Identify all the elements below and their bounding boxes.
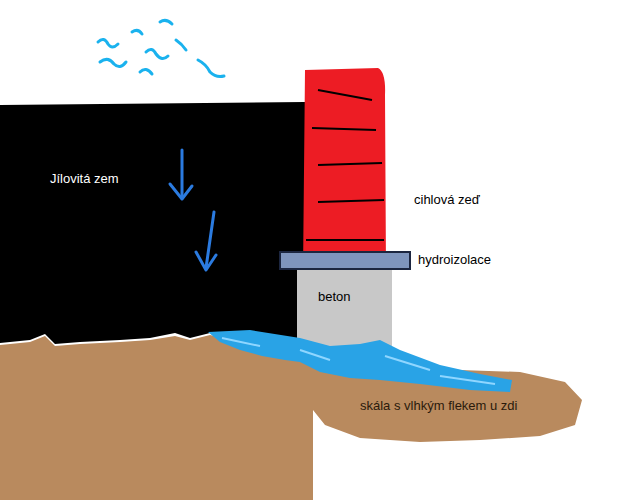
- concrete: [297, 268, 392, 352]
- concrete-footing: beton: [318, 288, 378, 306]
- damp-proof-course: [280, 252, 410, 269]
- brick-joints: [306, 90, 384, 240]
- wall-label: cihlová zeď: [414, 192, 480, 207]
- rock-region: skála s vlhkým flekem u zdi: [360, 397, 530, 415]
- region-text: skála s vlhkým flekem u zdi: [360, 397, 530, 415]
- region-text: Jílovitá zem: [50, 170, 170, 188]
- seepage-arrows: [170, 150, 216, 270]
- insulation-label: hydroizolace: [418, 252, 491, 267]
- rain: [98, 20, 224, 76]
- clay-soil: [0, 102, 305, 345]
- water-streaks: [222, 338, 495, 384]
- water: [208, 330, 512, 392]
- soil-region: Jílovitá zem: [50, 170, 170, 188]
- region-text: beton: [318, 288, 378, 306]
- brick-wall: [303, 68, 386, 272]
